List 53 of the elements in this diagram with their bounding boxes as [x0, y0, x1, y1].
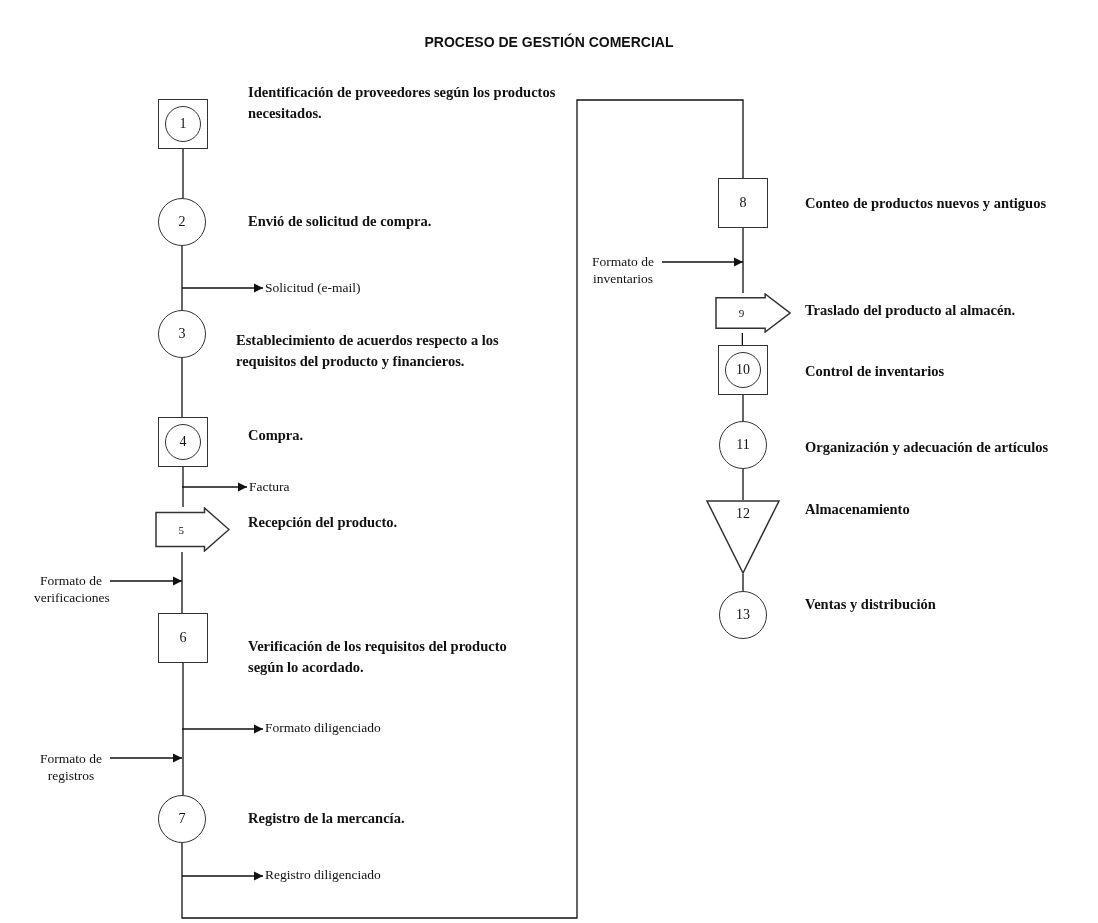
step-description: Ventas y distribución: [805, 595, 937, 614]
connector-line: [741, 332, 743, 346]
connector-line: [182, 148, 184, 199]
step-description: Verificación de los requisitos del producto según lo acordado.: [248, 637, 508, 677]
operation-inspection-symbol: 10: [718, 345, 768, 395]
connector-line: [742, 227, 744, 294]
step-description: Recepción del producto.: [248, 513, 399, 532]
arrow: [661, 257, 744, 267]
operation-inspection-symbol: 1: [158, 99, 208, 149]
step-description: Traslado del producto al almacén.: [805, 301, 1017, 320]
arrow: [181, 283, 264, 293]
transport-arrow: 9: [715, 293, 791, 333]
connector-line: [181, 551, 183, 614]
step-description: Identificación de proveedores según los productos necesitados.: [248, 83, 557, 123]
step-description: Compra.: [248, 426, 305, 445]
connector-line: [742, 394, 744, 422]
step-description: Organización y adecuación de artículos: [805, 438, 1050, 457]
transport-arrow: 5: [155, 507, 230, 552]
inspection-square: 6: [158, 613, 208, 663]
title: PROCESO DE GESTIÓN COMERCIAL: [423, 34, 675, 50]
connector-line: [182, 466, 184, 508]
step-description: Almacenamiento: [805, 500, 911, 519]
document-label: Formato diligenciado: [265, 719, 425, 739]
arrow: [109, 576, 183, 586]
connector-line: [182, 662, 184, 796]
connector-line: [181, 357, 183, 418]
operation-circle: 7: [158, 795, 206, 843]
step-description: Envió de solicitud de compra.: [248, 212, 433, 231]
arrow: [181, 871, 264, 881]
step-description: Establecimiento de acuerdos respecto a los requisitos del producto y financieros.: [236, 331, 500, 371]
document-label: Formato de inventarios: [586, 253, 660, 287]
document-label: Factura: [249, 478, 339, 498]
arrow: [109, 753, 183, 763]
document-label: Formato de registros: [34, 750, 108, 786]
operation-circle: 3: [158, 310, 206, 358]
step-description: Registro de la mercancía.: [248, 809, 406, 828]
document-label: Formato de verificaciones: [34, 572, 108, 608]
document-label: Solicitud (e-mail): [265, 279, 415, 296]
step-description: Conteo de productos nuevos y antiguos: [805, 194, 1048, 213]
arrow: [181, 482, 248, 492]
operation-inspection-symbol: 4: [158, 417, 208, 467]
arrow: [181, 724, 264, 734]
document-label: Registro diligenciado: [265, 866, 435, 886]
inspection-square: 8: [718, 178, 768, 228]
operation-circle: 2: [158, 198, 206, 246]
connector-line: [181, 99, 744, 919]
connector-line: [742, 573, 744, 592]
connector-line: [742, 468, 744, 501]
operation-circle: 11: [719, 421, 767, 469]
operation-circle: 13: [719, 591, 767, 639]
storage-triangle: 12: [706, 500, 780, 574]
connector-line: [181, 245, 183, 311]
step-description: Control de inventarios: [805, 362, 946, 381]
